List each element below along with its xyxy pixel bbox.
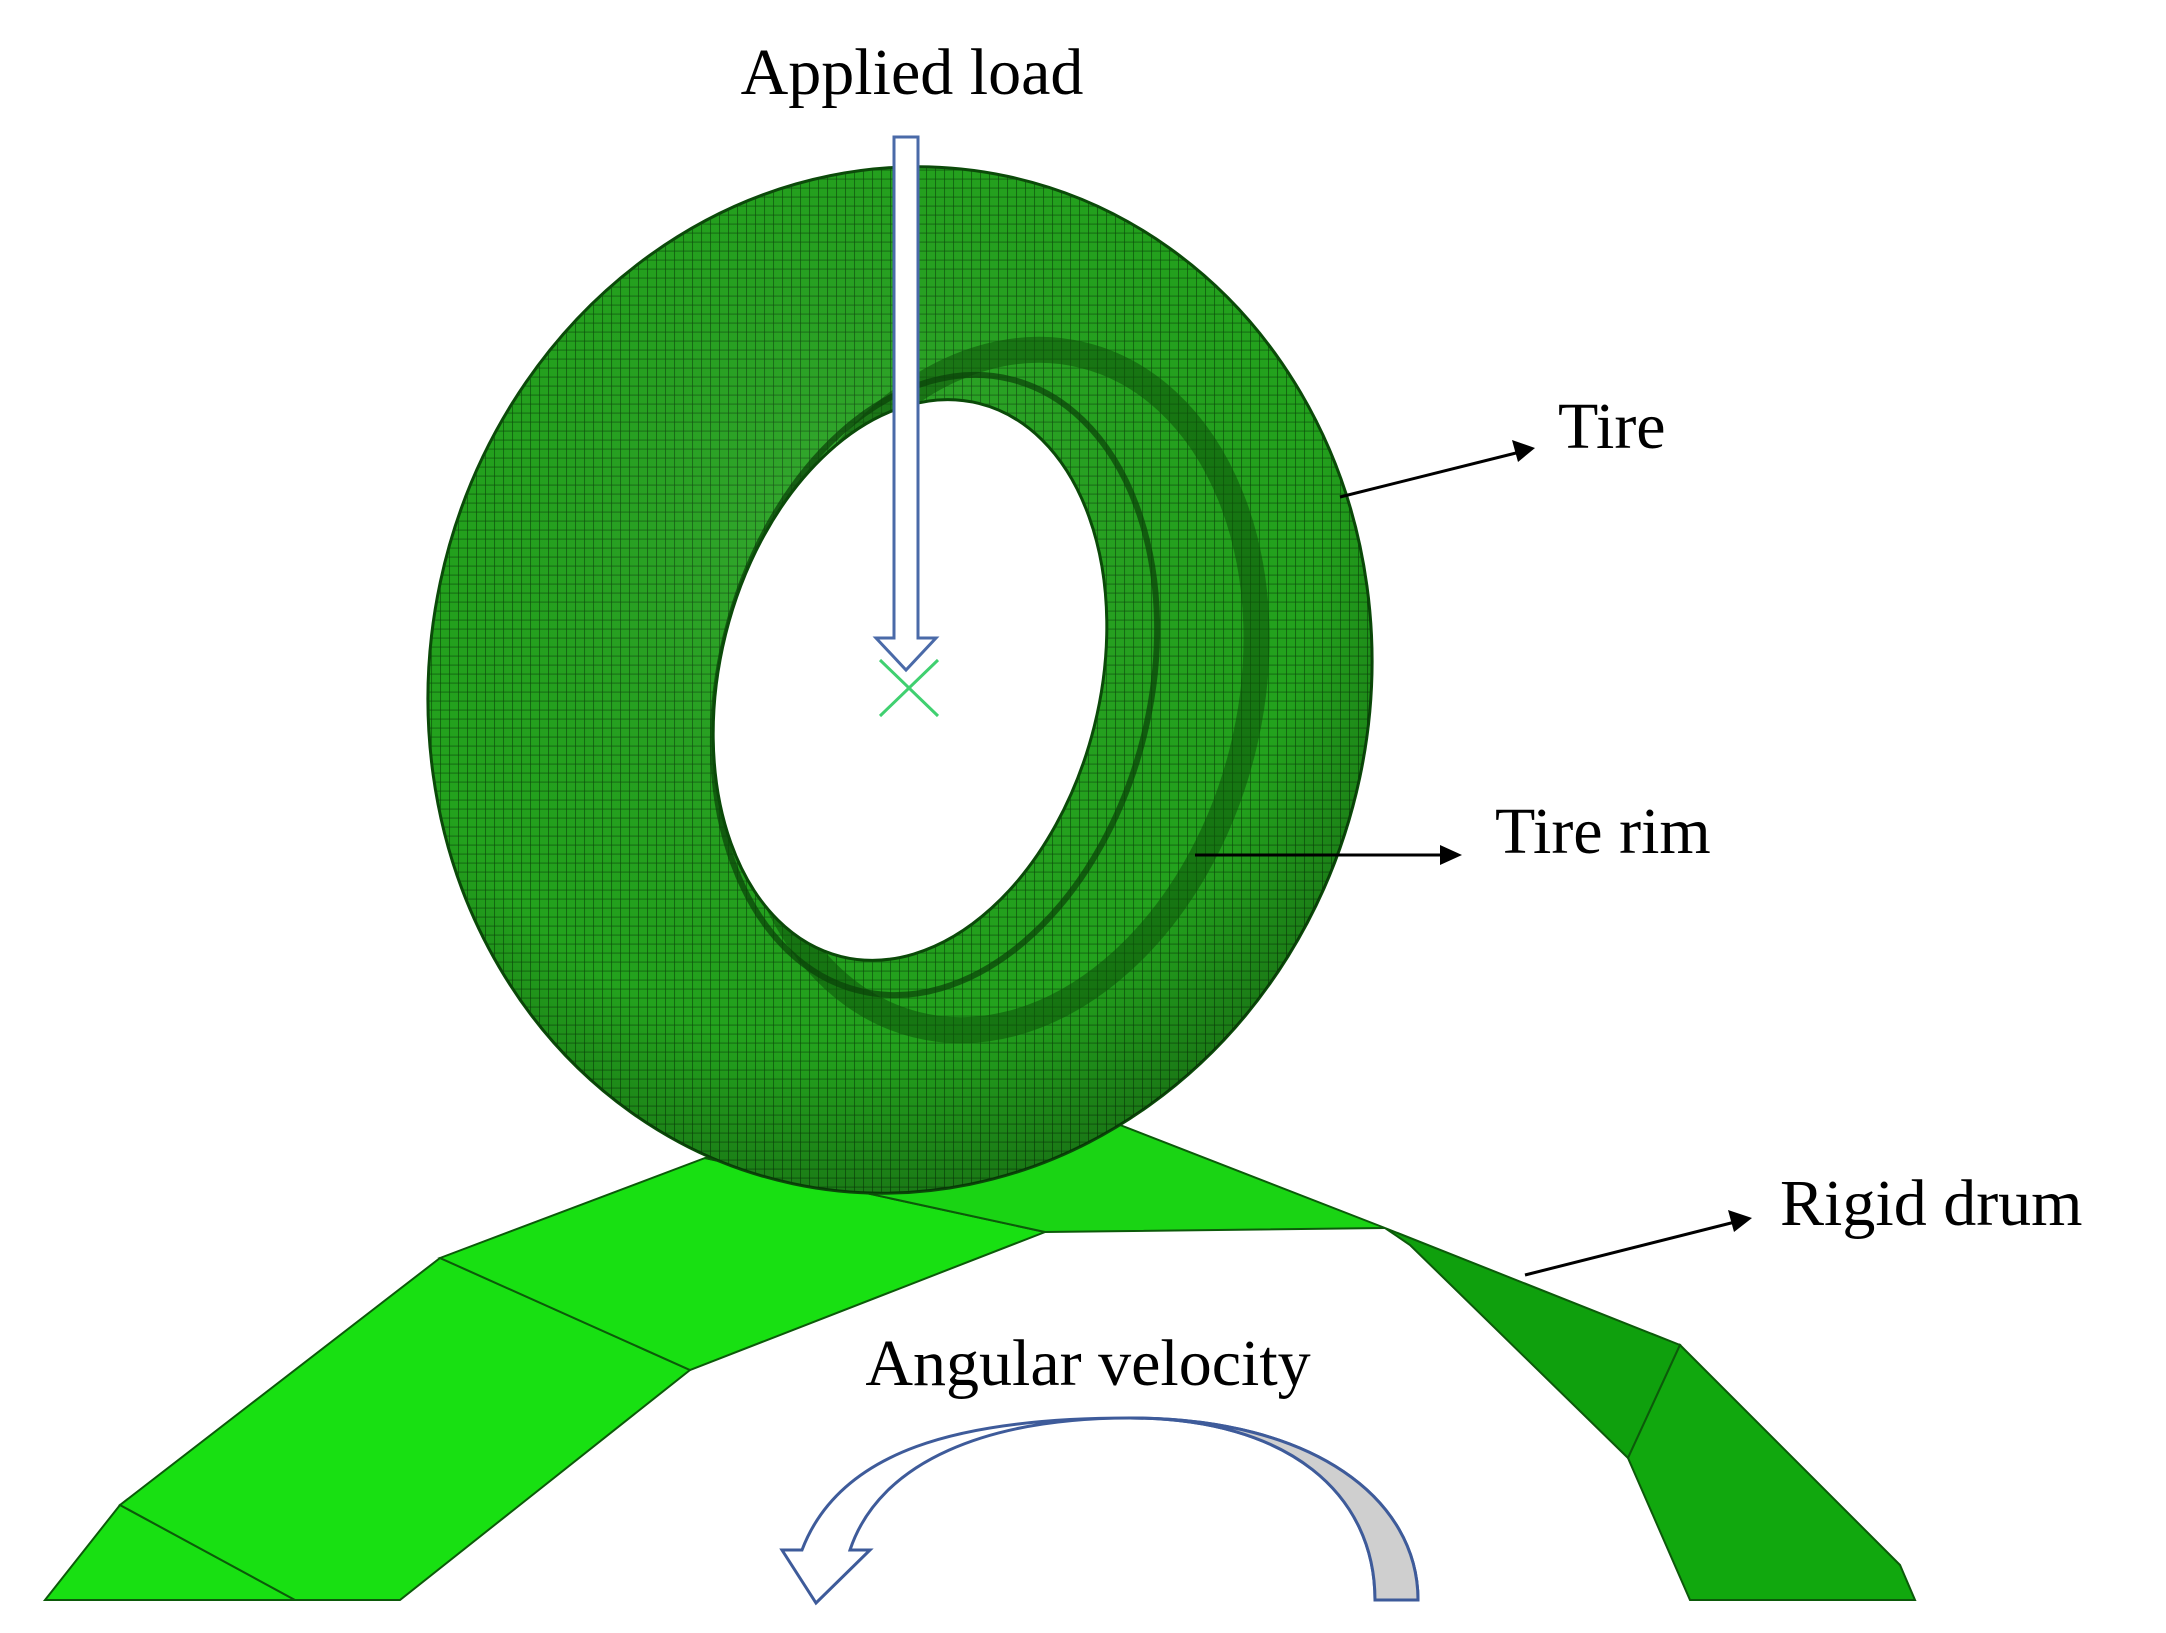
rigid-drum-leader-arrow <box>1524 1210 1752 1277</box>
label-tire-rim: Tire rim <box>1495 795 1711 868</box>
label-tire: Tire <box>1558 390 1666 463</box>
label-angular-velocity: Angular velocity <box>865 1327 1310 1400</box>
angular-velocity-arrow <box>779 1416 1420 1606</box>
label-applied-load: Applied load <box>741 36 1084 109</box>
rigid-drum <box>42 1123 1917 1601</box>
tire-rim-leader-arrow <box>1195 845 1462 865</box>
tire-inner-edge <box>711 398 1109 962</box>
tire-rim <box>730 336 1270 1044</box>
drum-segment <box>1626 1343 1917 1601</box>
applied-load-arrow <box>872 135 940 673</box>
center-marker-icon <box>878 658 940 718</box>
drum-segment <box>118 1256 692 1601</box>
drum-segment <box>1384 1227 1682 1460</box>
tire-leader-arrow <box>1339 440 1535 499</box>
label-rigid-drum: Rigid drum <box>1780 1167 2083 1240</box>
